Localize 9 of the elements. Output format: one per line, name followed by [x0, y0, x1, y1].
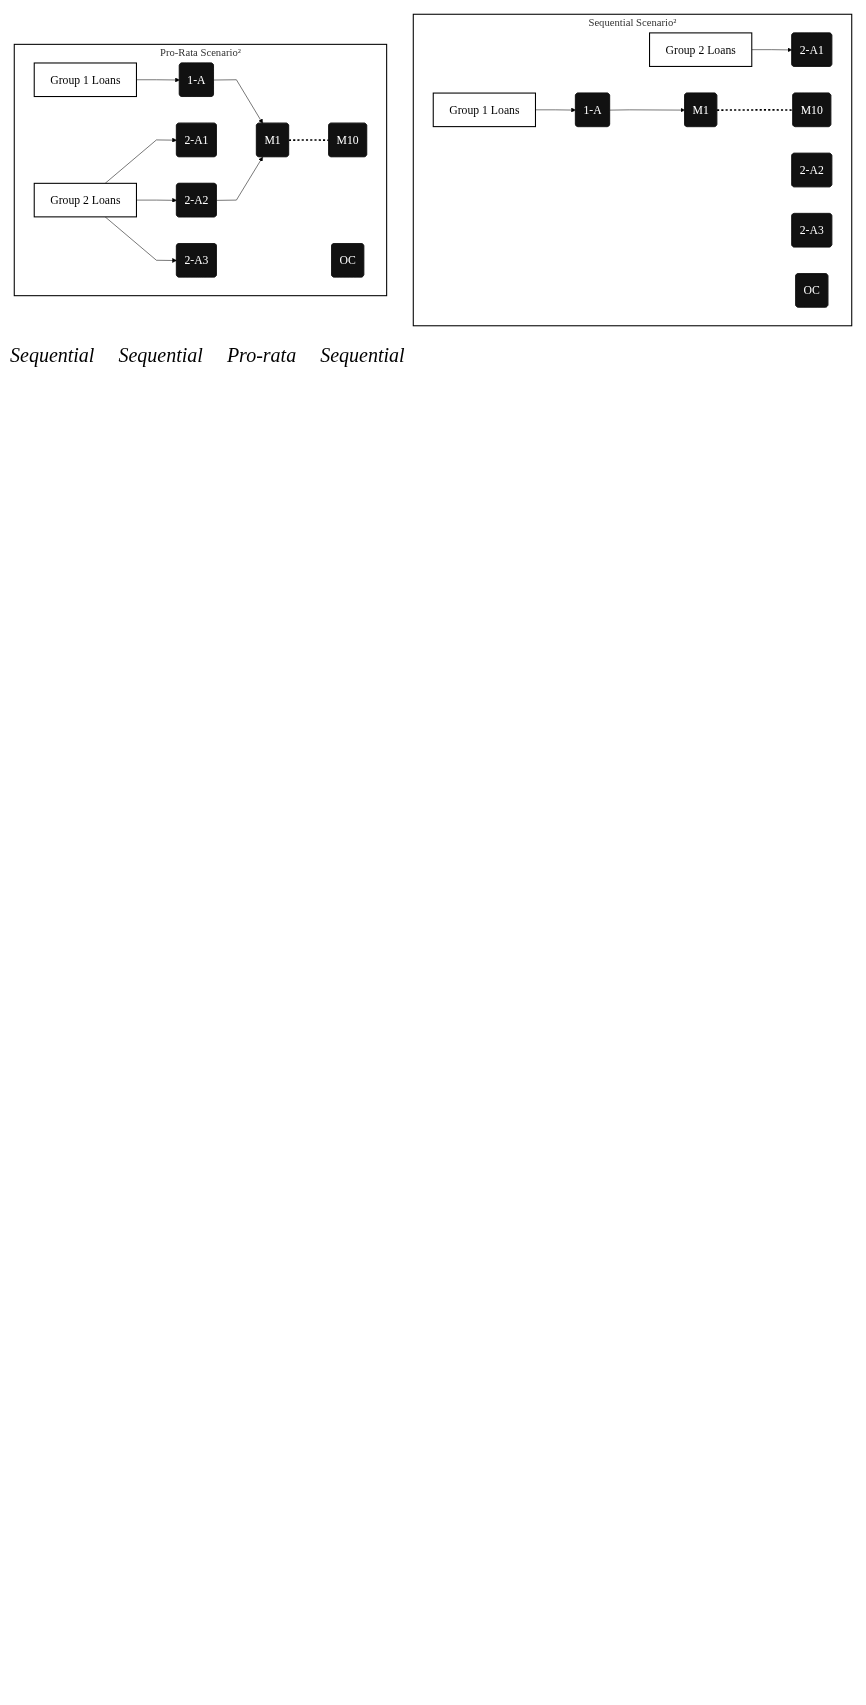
node-box: Group 1 Loans	[33, 62, 137, 98]
node-box: Group 2 Loans	[33, 182, 137, 218]
note-label: Sequential	[118, 344, 203, 368]
note-label: Sequential	[320, 344, 405, 368]
note-label: Sequential	[10, 344, 95, 368]
note-label: Pro-rata	[226, 344, 297, 368]
node-box: Group 1 Loans	[432, 92, 536, 128]
connector	[716, 109, 794, 111]
node-box: Group 2 Loans	[649, 32, 753, 67]
